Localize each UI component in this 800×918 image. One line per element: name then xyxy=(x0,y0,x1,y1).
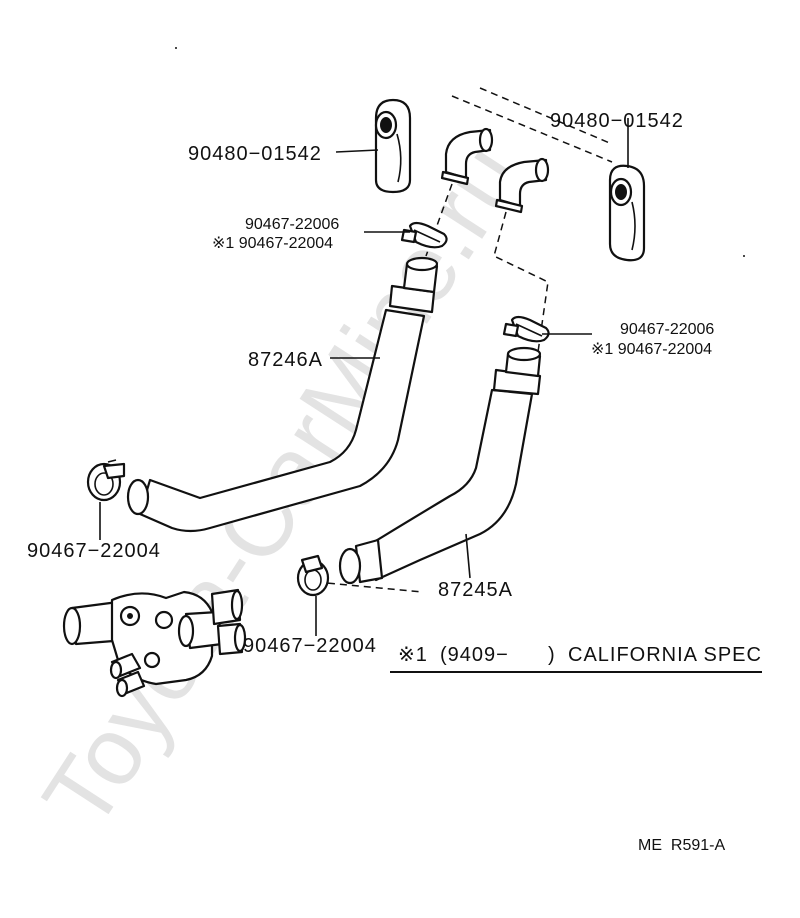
elbow-fitting-right[interactable] xyxy=(494,157,550,214)
clamp-lower-left[interactable] xyxy=(86,459,126,502)
label-cap-right: 90480−01542 xyxy=(550,110,684,132)
note-date: (9409− xyxy=(440,644,509,666)
label-clamp-upper-left-a: 90467-22006 xyxy=(245,216,339,233)
clamp-upper-left[interactable] xyxy=(400,221,448,249)
note-close: ) xyxy=(548,644,556,666)
water-outlet-housing[interactable] xyxy=(62,588,247,698)
cap-left-part[interactable] xyxy=(374,98,412,194)
cap-right-part[interactable] xyxy=(608,164,646,262)
hose-87246a[interactable] xyxy=(126,256,439,533)
clamp-lower-center[interactable] xyxy=(296,554,330,597)
leader-line xyxy=(465,533,471,579)
label-clamp-lower-left: 90467−22004 xyxy=(27,540,161,562)
label-cap-left: 90480−01542 xyxy=(188,143,322,165)
note-text: CALIFORNIA SPEC xyxy=(568,644,762,666)
spec-note: ※1 (9409− ) CALIFORNIA SPEC xyxy=(390,644,762,673)
note-mark: ※1 xyxy=(398,644,428,666)
elbow-fitting-left[interactable] xyxy=(440,127,494,186)
label-clamp-right-b: ※1 90467-22004 xyxy=(591,341,712,358)
connection-line xyxy=(315,581,423,593)
label-hose-upper: 87246A xyxy=(248,349,323,371)
stray-dot xyxy=(175,47,177,49)
label-hose-lower: 87245A xyxy=(438,579,513,601)
clamp-right[interactable] xyxy=(502,315,550,343)
stray-dot xyxy=(743,255,745,257)
label-clamp-upper-left-b: ※1 90467-22004 xyxy=(212,235,333,252)
label-clamp-lower-center: 90467−22004 xyxy=(243,635,377,657)
leader-line xyxy=(335,149,379,153)
label-clamp-right-a: 90467-22006 xyxy=(620,321,714,338)
drawing-code: ME R591-A xyxy=(638,837,725,854)
alignment-line xyxy=(451,95,613,163)
connection-line xyxy=(493,211,549,353)
hose-87245a[interactable] xyxy=(338,346,542,585)
